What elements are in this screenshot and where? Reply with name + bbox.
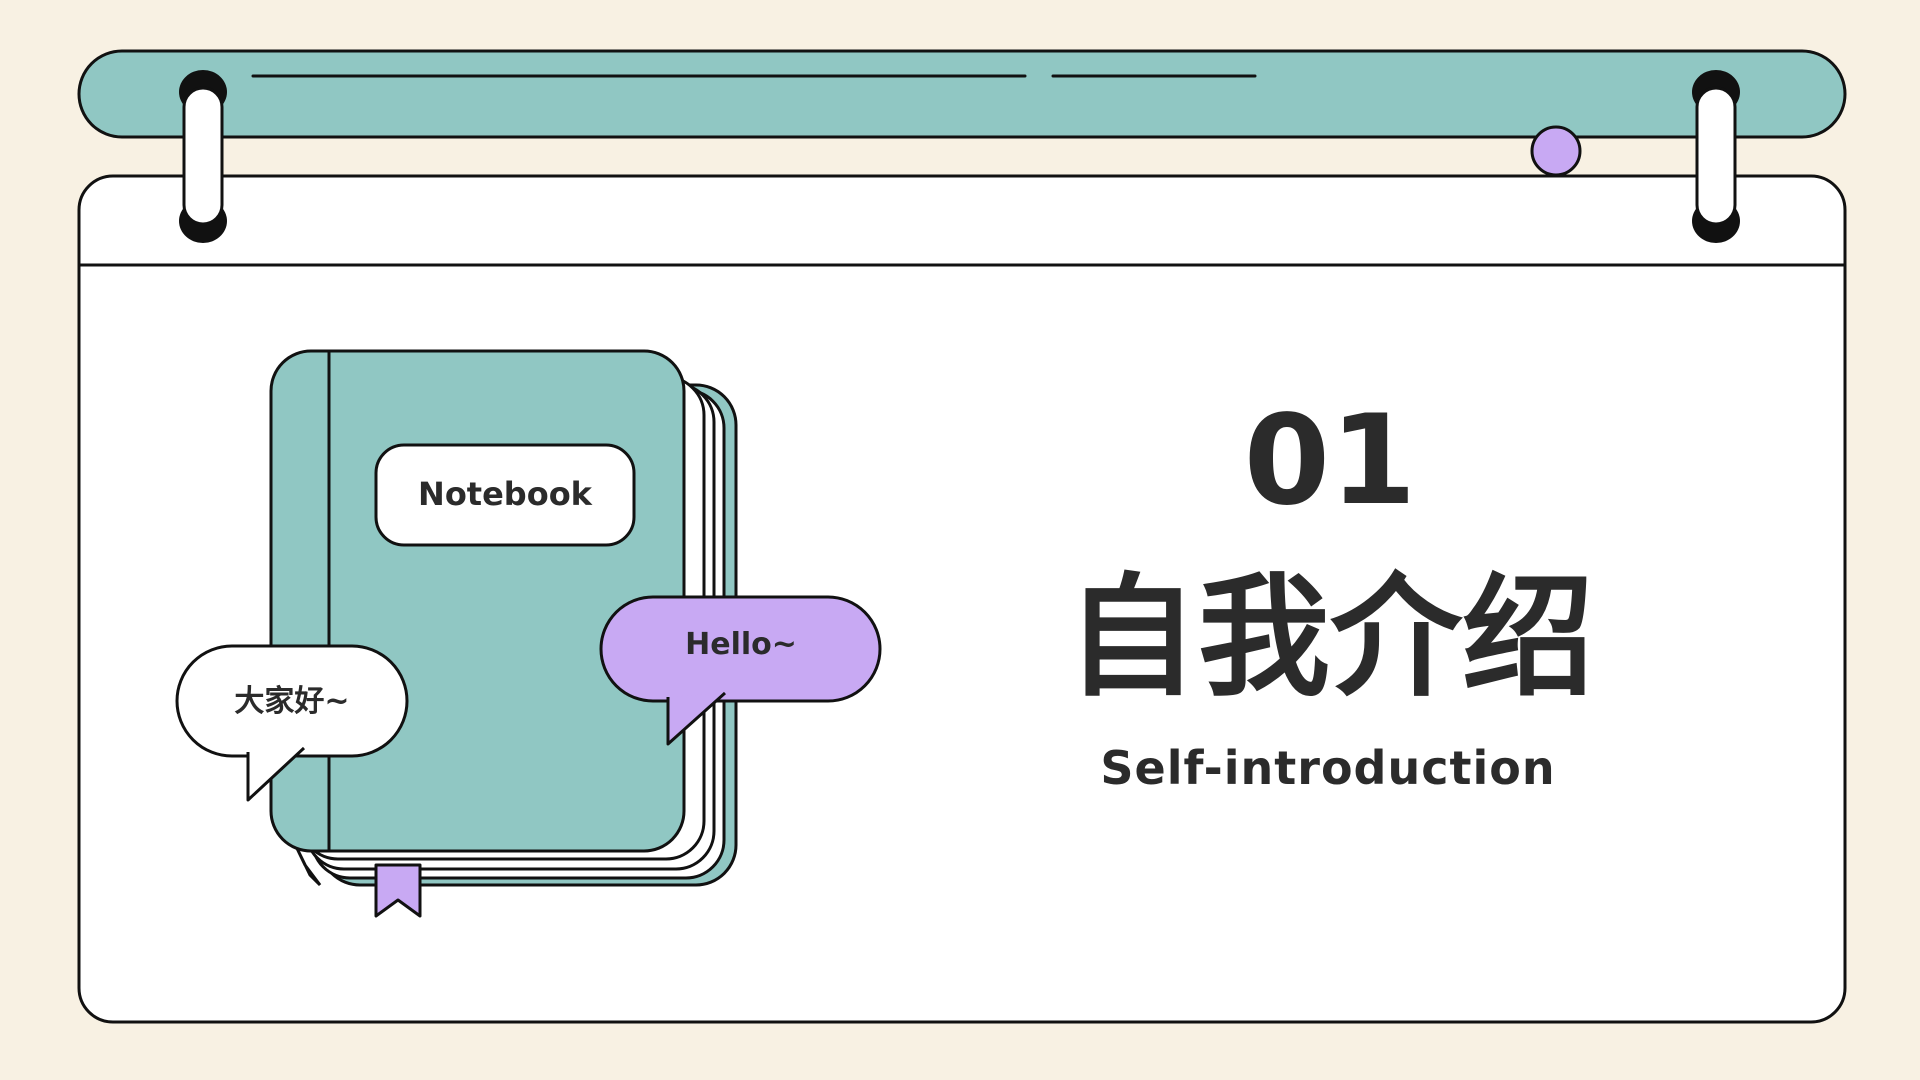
dot-icon (1530, 125, 1582, 177)
notebook-illustration (269, 349, 738, 918)
notebook-label: Notebook (418, 475, 593, 513)
slide-number: 01 (1244, 389, 1417, 533)
bubble-right-text: Hello~ (685, 627, 797, 662)
slide-subtitle: Self-introduction (1100, 741, 1555, 795)
bookmark-icon (374, 863, 422, 918)
top-teal-bar (77, 49, 1847, 139)
bubble-left-text: 大家好~ (234, 684, 349, 719)
slide-title: 自我介绍 (1066, 561, 1594, 715)
speech-bubble-right (599, 595, 882, 746)
notebook-label-box (374, 443, 636, 547)
binder-ring-icon (179, 70, 1740, 243)
speech-bubble-left (175, 644, 409, 802)
